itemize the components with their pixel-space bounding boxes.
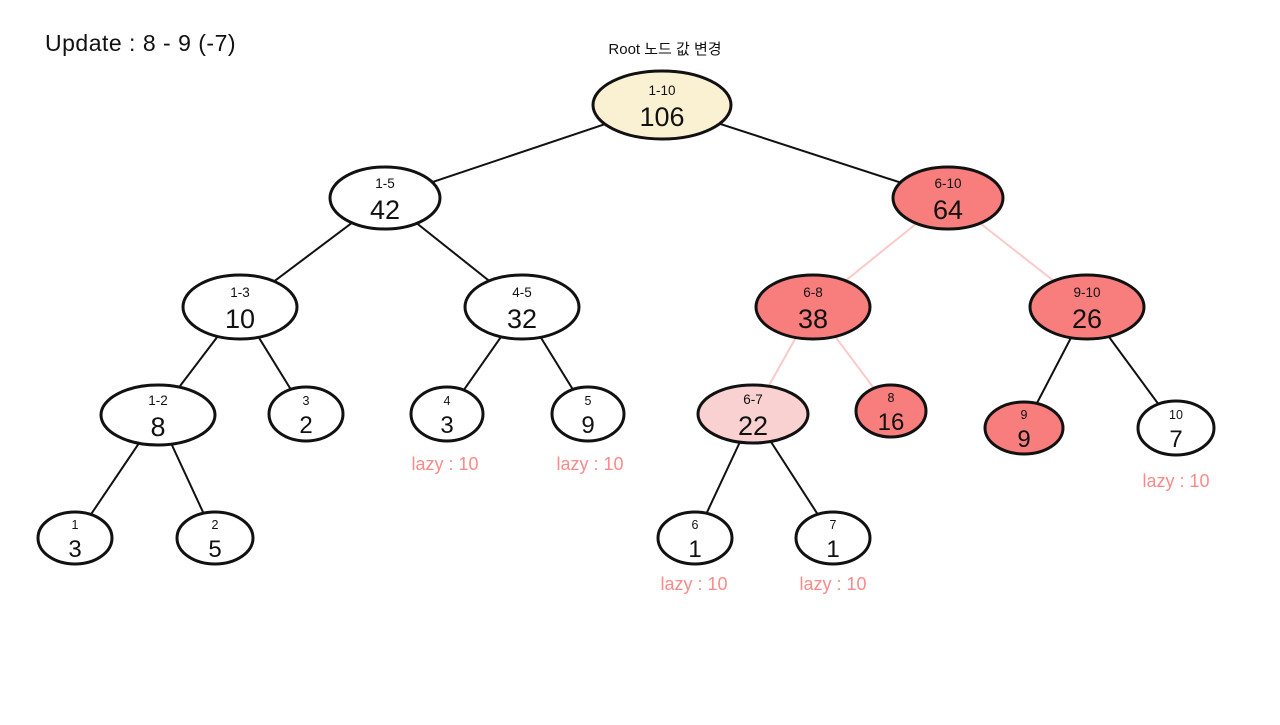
node-ellipse — [36, 510, 114, 566]
node-ellipse — [591, 69, 733, 141]
node-value: 3 — [68, 536, 81, 563]
tree-node-3: 32 — [267, 385, 345, 443]
node-range-label: 6 — [692, 518, 699, 532]
node-value: 8 — [150, 412, 165, 442]
node-ellipse — [1028, 273, 1146, 341]
lazy-label-2: lazy : 10 — [1142, 471, 1209, 491]
tree-node-4: 43 — [409, 385, 485, 443]
tree-node-8: 816 — [854, 383, 928, 439]
node-ellipse — [1136, 399, 1216, 457]
node-ellipse — [175, 510, 255, 566]
node-range-label: 3 — [303, 394, 310, 408]
node-range-label: 4 — [444, 394, 451, 408]
page-title: Update : 8 - 9 (-7) — [45, 30, 237, 56]
lazy-label-4: lazy : 10 — [799, 574, 866, 594]
node-range-label: 7 — [830, 518, 837, 532]
node-ellipse — [409, 385, 485, 443]
node-range-label: 6-8 — [803, 285, 823, 300]
node-range-label: 9 — [1021, 408, 1028, 422]
node-range-label: 10 — [1169, 408, 1183, 422]
node-range-label: 5 — [585, 394, 592, 408]
node-value: 1 — [826, 536, 839, 563]
node-range-label: 8 — [888, 391, 895, 405]
tree-node-1-3: 1-310 — [181, 273, 299, 341]
lazy-label-3: lazy : 10 — [660, 574, 727, 594]
node-ellipse — [983, 400, 1065, 456]
tree-node-6-8: 6-838 — [754, 273, 872, 341]
node-value: 38 — [798, 304, 828, 334]
tree-node-4-5: 4-532 — [463, 273, 581, 341]
node-ellipse — [328, 165, 442, 231]
node-range-label: 1 — [72, 518, 79, 532]
tree-node-10: 107 — [1136, 399, 1216, 457]
tree-nodes: 1-101061-5426-10641-3104-5326-8389-10261… — [36, 69, 1216, 566]
tree-node-6: 61 — [656, 510, 734, 566]
node-value: 106 — [639, 102, 684, 132]
node-value: 16 — [878, 409, 905, 436]
node-ellipse — [656, 510, 734, 566]
node-value: 42 — [370, 195, 400, 225]
tree-node-1-10: 1-10 106 — [591, 69, 733, 141]
node-value: 22 — [738, 411, 768, 441]
tree-node-2: 25 — [175, 510, 255, 566]
node-range-label: 4-5 — [512, 285, 532, 300]
lazy-label-0: lazy : 10 — [411, 454, 478, 474]
node-range-label: 6-10 — [934, 176, 961, 191]
node-value: 32 — [507, 304, 537, 334]
node-value: 9 — [1017, 426, 1030, 453]
tree-node-1: 13 — [36, 510, 114, 566]
node-range-label: 6-7 — [743, 392, 763, 407]
lazy-labels: lazy : 10 lazy : 10 lazy : 10 lazy : 10 lazy… — [411, 454, 1209, 594]
node-ellipse — [99, 383, 217, 447]
node-value: 3 — [440, 412, 453, 439]
node-value: 7 — [1169, 426, 1182, 453]
node-range-label: 9-10 — [1073, 285, 1100, 300]
node-ellipse — [754, 273, 872, 341]
tree-node-1-5: 1-542 — [328, 165, 442, 231]
node-ellipse — [550, 385, 626, 443]
node-range-label: 2 — [212, 518, 219, 532]
node-range-label: 1-3 — [230, 285, 250, 300]
tree-node-9-10: 9-10 26 — [1028, 273, 1146, 341]
node-value: 2 — [299, 412, 312, 439]
node-value: 5 — [208, 536, 221, 563]
node-range-label: 1-10 — [648, 83, 675, 98]
node-ellipse — [696, 383, 810, 445]
lazy-label-1: lazy : 10 — [556, 454, 623, 474]
root-update-annotation: Root 노드 값 변경 — [608, 41, 722, 58]
node-value: 9 — [581, 412, 594, 439]
node-range-label: 1-2 — [148, 393, 168, 408]
node-value: 26 — [1072, 304, 1102, 334]
tree-node-6-10: 6-10 64 — [891, 165, 1005, 231]
node-ellipse — [891, 165, 1005, 231]
node-ellipse — [181, 273, 299, 341]
node-value: 1 — [688, 536, 701, 563]
tree-node-1-2: 1-28 — [99, 383, 217, 447]
tree-node-9: 99 — [983, 400, 1065, 456]
node-ellipse — [463, 273, 581, 341]
tree-node-5: 59 — [550, 385, 626, 443]
node-value: 10 — [225, 304, 255, 334]
node-range-label: 1-5 — [375, 176, 395, 191]
node-ellipse — [267, 385, 345, 443]
tree-node-7: 71 — [794, 510, 872, 566]
tree-node-6-7: 6-722 — [696, 383, 810, 445]
node-ellipse — [794, 510, 872, 566]
node-value: 64 — [933, 195, 963, 225]
node-ellipse — [854, 383, 928, 439]
